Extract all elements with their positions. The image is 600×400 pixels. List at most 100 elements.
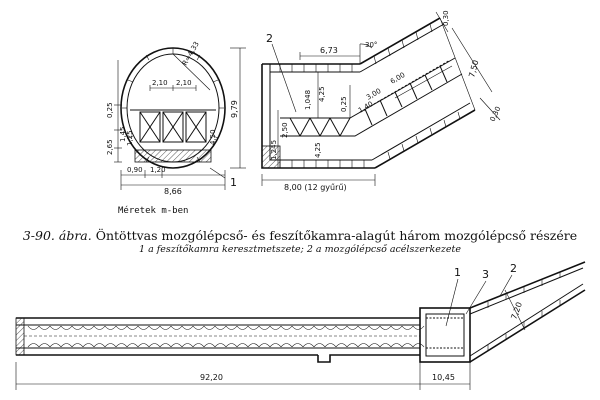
ring-arc-top [159, 325, 172, 330]
dim-125: 1,25 [126, 130, 134, 146]
ring-arc-top [214, 325, 227, 330]
ring-arc-bottom [324, 343, 337, 348]
plan-leaders [445, 274, 513, 327]
ring-ticks [279, 64, 365, 168]
ring-arc-bottom [82, 343, 95, 348]
ring-arc-top [126, 325, 139, 330]
escalator-trusses [130, 109, 216, 143]
dim-300: 3,00 [365, 87, 383, 102]
long-base-dim-lines [261, 174, 376, 186]
ring-arc-bottom [335, 343, 348, 348]
dim-750: 7,50 [467, 59, 480, 79]
ring-arc-top [203, 325, 216, 330]
incline-bottom [469, 289, 586, 363]
dim-600: 6,00 [389, 71, 407, 86]
cross-section: 2,10 2,10 R=4,33 0,25 2,65 1,45 1,25 4,5… [106, 40, 246, 196]
plan-label-2: 2 [510, 262, 517, 275]
dim-width-total: 8,66 [164, 187, 182, 196]
ring-arc-bottom [280, 343, 293, 348]
ring-arc-bottom [225, 343, 238, 348]
ring-arc-top [412, 325, 425, 330]
incline-upper-outer [359, 17, 441, 65]
ring-arc-bottom [126, 343, 139, 348]
long-section: 2 6,73 30° 0,30 7,50 0,30 6,00 3,00 1,40 [261, 10, 502, 192]
ring-arc-bottom [412, 343, 425, 348]
ring-arc-bottom [203, 343, 216, 348]
ring-arc-bottom [368, 343, 381, 348]
ring-arc-bottom [313, 343, 326, 348]
label-1-cross: 1 [230, 176, 237, 189]
ring-arc-bottom [104, 343, 117, 348]
ring-arc-top [357, 325, 370, 330]
ring-arc-top [368, 325, 381, 330]
ring-arc-top [247, 325, 260, 330]
ring-arc-top [192, 325, 205, 330]
ring-arc-top [148, 325, 161, 330]
incline-plan-ticks [487, 272, 561, 351]
ring-arc-bottom [181, 343, 194, 348]
tension-chamber [419, 307, 471, 363]
ring-arc-bottom [49, 343, 62, 348]
ring-arc-bottom [302, 343, 315, 348]
dim-145: 1,45 [119, 126, 127, 142]
dim-210a: 2,10 [152, 79, 168, 87]
dim-base-length: 8,00 (12 gyűrű) [284, 183, 347, 192]
dim-1245: 1,245 [270, 140, 278, 160]
ring-arc-top [181, 325, 194, 330]
long-top-dim-lines [299, 43, 373, 64]
dim-025-long: 0,25 [340, 96, 348, 112]
ring-arc-bottom [27, 343, 40, 348]
cross-left-dim-lines [114, 60, 122, 163]
ring-arc-bottom [291, 343, 304, 348]
dim-250: 2,50 [281, 122, 289, 138]
caption-word: ábra. [58, 228, 92, 243]
ring-arc-top [390, 325, 403, 330]
dim-673: 6,73 [320, 46, 338, 55]
ring-arc-top [258, 325, 271, 330]
dim-090: 0,90 [127, 166, 143, 174]
ring-arc-bottom [247, 343, 260, 348]
ring-arc-top [302, 325, 315, 330]
ring-arc-top [335, 325, 348, 330]
long-right-dim-lines [394, 11, 501, 121]
cross-bottom-dim-lines [120, 167, 226, 190]
ring-arc-top [137, 325, 150, 330]
ring-arc-top [82, 325, 95, 330]
incline-top [469, 261, 586, 309]
dim-140: 1,40 [357, 100, 375, 115]
dim-210b: 2,10 [176, 79, 192, 87]
end-wall [261, 145, 281, 169]
ring-inner [126, 53, 220, 163]
ring-arc-top [225, 325, 238, 330]
incline-ticks [373, 23, 461, 160]
units-note: Méretek m-ben [118, 206, 189, 216]
dim-1048: 1,048 [304, 90, 312, 110]
ring-arc-top [379, 325, 392, 330]
plan-label-1: 1 [454, 266, 461, 279]
plan-view: 7,20 1 3 2 92,20 10,45 [15, 261, 586, 390]
ring-arc-top [60, 325, 73, 330]
ring-arc-top [71, 325, 84, 330]
ring-arc-top [115, 325, 128, 330]
ring-arc-bottom [192, 343, 205, 348]
ring-arc-bottom [269, 343, 282, 348]
dim-120: 1,20 [150, 166, 166, 174]
caption-text: Öntöttvas mozgólépcső- és feszítőkamra-a… [95, 228, 578, 243]
plan-bottom-dim-lines [15, 362, 471, 390]
ring-arc-bottom [401, 343, 414, 348]
cross-right-dim-lines [230, 47, 246, 169]
figure-subcaption: 1 a feszítőkamra keresztmetszete; 2 a mo… [139, 244, 461, 255]
ring-arc-bottom [214, 343, 227, 348]
ring-arc-bottom [115, 343, 128, 348]
dim-9220: 92,20 [200, 373, 223, 382]
ring-arc-bottom [357, 343, 370, 348]
ring-arc-bottom [60, 343, 73, 348]
ring-arc-top [38, 325, 51, 330]
sump [317, 354, 420, 363]
ring-arc-bottom [170, 343, 183, 348]
tunnel-ring-arcs [27, 325, 425, 348]
dim-1045: 10,45 [432, 373, 455, 382]
ring-arc-top [313, 325, 326, 330]
tunnel-end-wall [15, 317, 25, 356]
